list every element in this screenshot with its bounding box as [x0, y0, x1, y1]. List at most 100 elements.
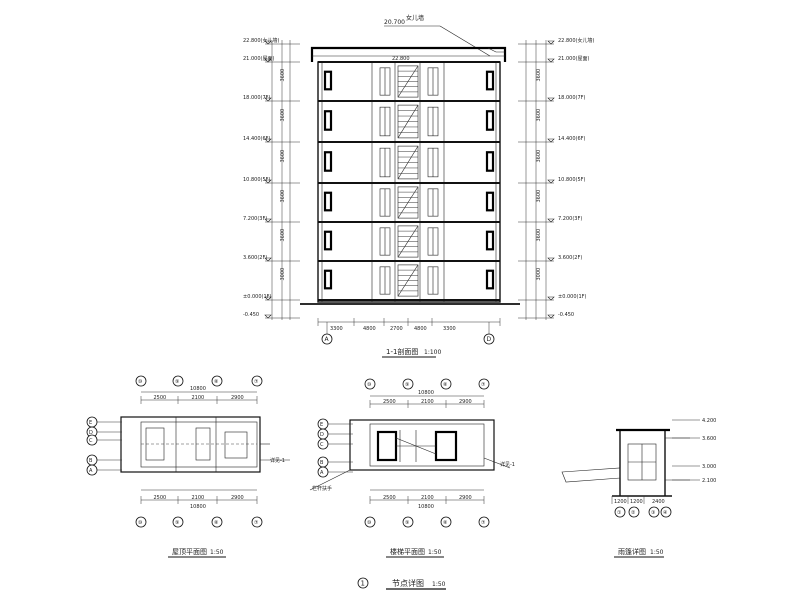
axis-bubble — [251, 375, 263, 387]
roof-plan-top-total: 10800 — [190, 386, 206, 392]
floor-height-right: 3000 — [536, 268, 542, 281]
sheet-number: 1 — [361, 580, 365, 588]
section-bottom-dim: 2700 — [390, 326, 403, 332]
axis-bubble-a — [321, 333, 333, 345]
floor-height-left: 3600 — [280, 190, 286, 203]
axis-bubble — [478, 516, 490, 528]
section-bottom-dim: 4800 — [363, 326, 376, 332]
canopy-level: 2.100 — [702, 478, 716, 484]
right-elevation: 3.600(2F) — [558, 255, 582, 261]
canopy-axis-bubble — [648, 506, 660, 518]
plan-dim: 2500 — [383, 399, 396, 405]
canopy-dim: 1200 — [614, 499, 627, 505]
right-elevation: 22.800(女儿墙) — [558, 37, 594, 44]
canopy-axis-label: ③ — [651, 510, 655, 516]
section-bottom-dim: 3300 — [443, 326, 456, 332]
canopy-axis-bubble — [660, 506, 672, 518]
axis-bubble — [478, 378, 490, 390]
sheet-title-block: 1 节点详图 1:50 — [357, 577, 446, 590]
left-elevation: -0.450 — [243, 312, 259, 318]
window-right — [485, 230, 495, 251]
axis-label: ⑨ — [405, 382, 409, 388]
sheet-scale: 1:50 — [432, 581, 446, 588]
floor-height-right: 3600 — [536, 190, 542, 203]
axis-label: ⑩ — [367, 520, 372, 526]
main-section-title: 1-1剖面图 — [386, 347, 418, 356]
floor-height-right: 3600 — [536, 229, 542, 242]
canopy-level: 3.600 — [702, 436, 716, 442]
canopy-scale: 1:50 — [650, 549, 664, 556]
window-right — [485, 70, 495, 91]
left-elevation: 22.800(女儿墙) — [243, 37, 279, 44]
floor-height-left: 3600 — [280, 150, 286, 163]
window-left — [323, 269, 333, 290]
sheet-title: 节点详图 — [392, 578, 424, 588]
window-left — [323, 191, 333, 212]
floor-height-left: 3000 — [280, 268, 286, 281]
floor-height-left: 3600 — [280, 229, 286, 242]
floor-height-right: 3600 — [536, 109, 542, 122]
left-elevation: ±0.000(1F) — [243, 294, 272, 300]
axis-bubble — [172, 516, 184, 528]
axis-label: ⑩ — [138, 520, 143, 526]
axis-bubble — [364, 516, 376, 528]
window-right — [485, 191, 495, 212]
axis-label: ⑧ — [443, 520, 448, 526]
window-right — [485, 151, 495, 172]
side-axis-label: B — [89, 458, 93, 464]
stair-plan-left-note: 栏杆扶手 — [312, 485, 332, 492]
left-elevation: 10.800(5F) — [243, 177, 271, 183]
window-left — [323, 110, 333, 131]
floor-height-left: 3600 — [280, 109, 286, 122]
roof-plan-bottom-total: 10800 — [190, 504, 206, 510]
main-section-scale: 1:100 — [424, 349, 441, 356]
canopy-axis-label: ④ — [663, 510, 668, 516]
axis-bubble — [211, 516, 223, 528]
axis-label: ⑦ — [254, 520, 259, 526]
axis-label-d: D — [487, 336, 492, 343]
axis-label: ⑦ — [254, 379, 259, 385]
axis-label: ⑧ — [214, 379, 219, 385]
sheet-number-bubble — [357, 577, 369, 589]
canopy-slab — [561, 467, 621, 483]
canopy-level: 4.200 — [702, 418, 716, 424]
axis-bubble — [402, 516, 414, 528]
floor-height-left: 3600 — [280, 69, 286, 82]
plan-dim: 2100 — [192, 495, 205, 501]
roof-dim: 22.800 — [392, 56, 410, 62]
canopy-dim: 2400 — [652, 499, 665, 505]
side-axis-label: E — [320, 422, 323, 428]
left-elevation: 14.400(6F) — [243, 136, 271, 142]
axis-label: ⑩ — [367, 382, 372, 388]
section-top-value: 20.700 — [384, 19, 405, 26]
axis-bubble — [172, 375, 184, 387]
canopy-title: 雨篷详图 — [618, 547, 646, 556]
right-elevation: 14.400(6F) — [558, 136, 586, 142]
parapet-outline — [310, 46, 507, 62]
right-elevation: ±0.000(1F) — [558, 294, 587, 300]
plan-dim: 2500 — [383, 495, 396, 501]
axis-label: ⑧ — [443, 382, 448, 388]
canopy-axis-bubble — [628, 506, 640, 518]
floor-height-right: 3600 — [536, 150, 542, 163]
left-elevation: 3.600(2F) — [243, 255, 267, 261]
left-elevation: 21.000(屋面) — [243, 56, 274, 62]
axis-label: ⑨ — [175, 379, 179, 385]
side-axis-label: D — [89, 430, 93, 436]
axis-label-a: A — [325, 336, 330, 343]
canopy-level: 3.000 — [702, 464, 716, 470]
axis-bubble — [135, 516, 147, 528]
axis-bubble — [211, 375, 223, 387]
